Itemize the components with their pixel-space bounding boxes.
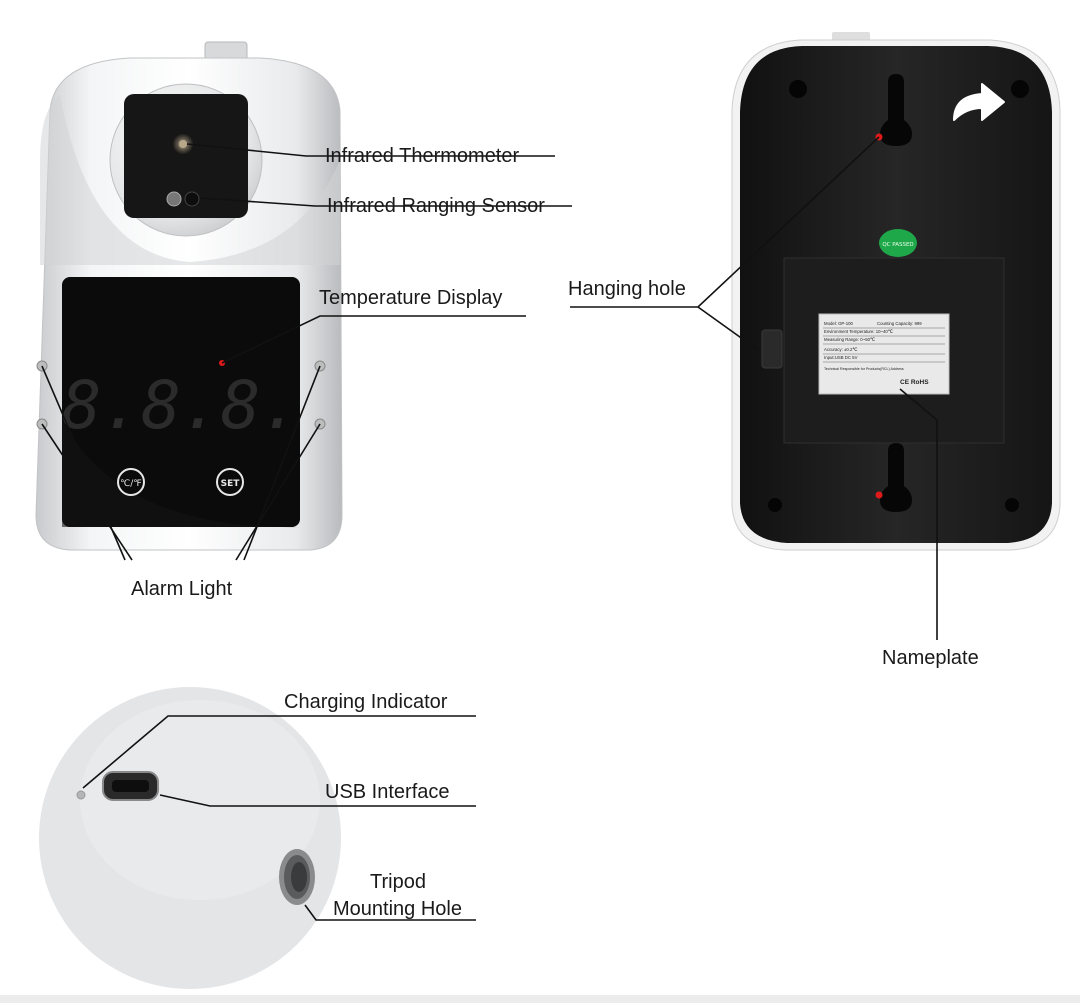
- usb-port-icon: [102, 771, 159, 801]
- set-button-label: SET: [221, 479, 241, 489]
- svg-text:Input:USB DC 5V: Input:USB DC 5V: [824, 355, 858, 360]
- svg-text:Measuring Range: 0~50℃: Measuring Range: 0~50℃: [824, 337, 875, 342]
- share-arrow-icon[interactable]: [953, 83, 1005, 121]
- set-button[interactable]: SET: [216, 468, 244, 496]
- led-digits: 8.8.8.: [62, 367, 300, 444]
- svg-text:Environment Temperature: 10~40: Environment Temperature: 10~40℃: [824, 329, 893, 334]
- svg-text:QC PASSED: QC PASSED: [882, 242, 913, 248]
- svg-text:Accuracy: ±0.2℃: Accuracy: ±0.2℃: [824, 347, 857, 352]
- front-leader-lines: [41, 143, 572, 561]
- front-device: 8.8.8. ℃/℉ SET: [35, 41, 343, 551]
- unit-toggle-button[interactable]: ℃/℉: [117, 468, 145, 496]
- nameplate-label: Model: GP-100 Counting Capacity: 999 Env…: [818, 313, 950, 395]
- qc-sticker: QC PASSED: [879, 229, 917, 257]
- callout-labels: Infrared Thermometer Infrared Ranging Se…: [131, 145, 979, 920]
- label-nameplate: Nameplate: [882, 647, 979, 669]
- display-panel: [62, 277, 300, 527]
- unit-toggle-label: ℃/℉: [120, 479, 142, 489]
- label-hanging-hole: Hanging hole: [568, 278, 686, 300]
- label-alarm-light: Alarm Light: [131, 578, 233, 600]
- label-infrared-thermometer: Infrared Thermometer: [325, 145, 519, 167]
- svg-text:CE RoHS: CE RoHS: [900, 379, 929, 386]
- svg-text:Model: GP-100: Model: GP-100: [824, 321, 854, 326]
- label-usb-interface: USB Interface: [325, 781, 450, 803]
- closeup-leader-lines: [82, 715, 476, 921]
- bottom-strip: [0, 995, 1080, 1003]
- tripod-hole-icon: [279, 849, 315, 905]
- back-leader-lines: [570, 136, 938, 640]
- back-device: QC PASSED Model: GP-100 Counting Capacit…: [731, 32, 1061, 551]
- label-tripod: Tripod: [370, 871, 426, 893]
- label-infrared-ranging-sensor: Infrared Ranging Sensor: [327, 195, 545, 217]
- sensor-panel: [124, 94, 248, 218]
- label-charging-indicator: Charging Indicator: [284, 691, 448, 713]
- svg-text:Technical Responsible for Prod: Technical Responsible for Products(RCL) …: [824, 367, 904, 371]
- charging-indicator-icon: [76, 790, 86, 800]
- port-closeup: [39, 687, 341, 989]
- label-temperature-display: Temperature Display: [319, 287, 502, 309]
- label-mounting-hole: Mounting Hole: [333, 898, 462, 920]
- svg-text:Counting Capacity: 999: Counting Capacity: 999: [877, 321, 922, 326]
